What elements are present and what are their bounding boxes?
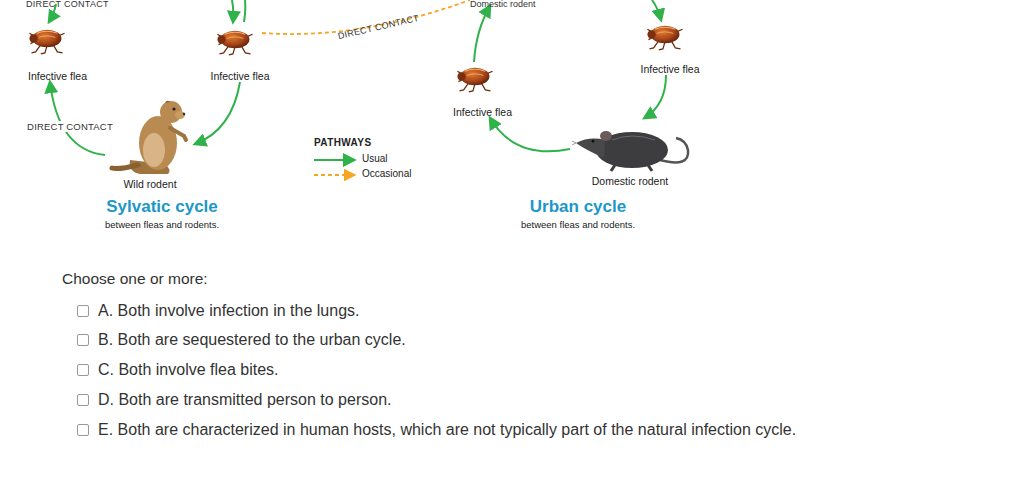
cycle-subtitle: between fleas and rodents. bbox=[105, 219, 219, 230]
pathway-line bbox=[474, 6, 490, 62]
pathway-line bbox=[244, 0, 245, 22]
organism-node: Infective flea bbox=[20, 22, 95, 82]
pathway-line bbox=[232, 0, 233, 22]
organism-node: Infective flea bbox=[200, 22, 280, 82]
organism-node: Domestic rodent bbox=[570, 118, 690, 187]
checkbox bbox=[78, 425, 89, 436]
organism-label: Infective flea bbox=[630, 63, 710, 75]
legend-sample-usual bbox=[314, 159, 354, 161]
answer-option: B. Both are sequestered to the urban cyc… bbox=[98, 331, 406, 349]
organism-label: Domestic rodent bbox=[570, 175, 690, 187]
pathway-label: DIRECT CONTACT bbox=[336, 13, 419, 41]
pathway-line bbox=[652, 0, 661, 20]
checkbox bbox=[78, 306, 89, 317]
pathway-arrow bbox=[195, 82, 240, 144]
cycle-title: Urban cycle bbox=[530, 197, 626, 217]
wild-rodent-figure bbox=[112, 101, 186, 174]
answer-option: A. Both involve infection in the lungs. bbox=[98, 302, 360, 320]
checkbox bbox=[78, 335, 89, 346]
domestic-rodent-figure bbox=[572, 131, 688, 171]
organism-label: Wild rodent bbox=[105, 178, 195, 190]
legend-text: Occasional bbox=[362, 168, 411, 179]
organism-label: Infective flea bbox=[20, 70, 95, 82]
cycle-subtitle: between fleas and rodents. bbox=[521, 219, 635, 230]
organism-label: Infective flea bbox=[445, 106, 520, 118]
organism-label: Domestic rodent bbox=[470, 0, 536, 9]
organism-node: Wild rodent bbox=[105, 98, 195, 190]
legend-heading: PATHWAYS bbox=[314, 137, 371, 148]
organism-node: Infective flea bbox=[445, 60, 520, 118]
checkbox bbox=[78, 395, 89, 406]
pathway-arrow bbox=[644, 75, 666, 118]
legend-sample-occasional bbox=[314, 174, 354, 176]
legend-text: Usual bbox=[362, 153, 388, 164]
answer-option: D. Both are transmitted person to person… bbox=[98, 391, 391, 409]
cycle-title: Sylvatic cycle bbox=[106, 197, 218, 217]
pathway-arrow bbox=[490, 118, 570, 151]
answer-option: E. Both are characterized in human hosts… bbox=[98, 421, 796, 439]
organism-node: Infective flea bbox=[630, 18, 710, 75]
pathway-arrow bbox=[50, 82, 105, 155]
answer-option: C. Both involve flea bites. bbox=[98, 361, 279, 379]
checkbox bbox=[78, 365, 89, 376]
organism-label: Infective flea bbox=[200, 70, 280, 82]
pathway-label: DIRECT CONTACT bbox=[26, 0, 109, 9]
instruction: Choose one or more: bbox=[62, 270, 208, 288]
pathway-label: DIRECT CONTACT bbox=[25, 121, 115, 132]
